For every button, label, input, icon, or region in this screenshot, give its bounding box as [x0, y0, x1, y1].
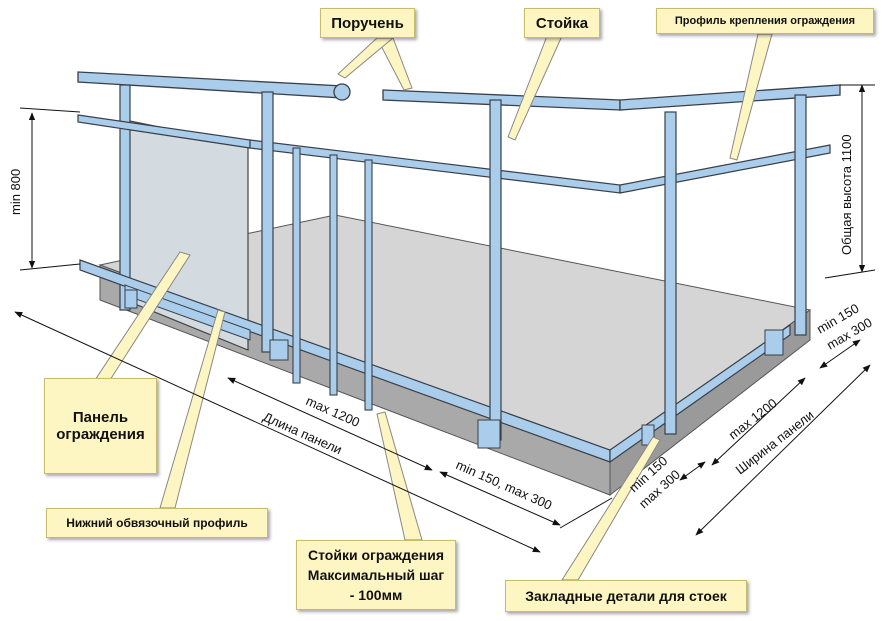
callout-posts-line3: - 100мм: [349, 587, 403, 603]
handrail-left: [77, 71, 351, 101]
callout-posts-railing: Стойки ограждения Максимальный шаг - 100…: [296, 540, 456, 610]
callout-embedded-parts: Закладные детали для стоек: [505, 580, 747, 612]
callout-panel: Панель ограждения: [44, 378, 157, 474]
callout-posts-line1: Стойки ограждения: [308, 547, 444, 563]
callout-post-text: Стойка: [535, 14, 589, 32]
callout-post: Стойка: [524, 8, 600, 38]
callout-panel-line1: Панель: [72, 409, 129, 426]
dim-min-800: min 800: [8, 169, 23, 215]
dimension-lines: [14, 84, 876, 553]
dim-total-height: Общая высота 1100: [839, 134, 854, 255]
callout-fixing-profile: Профиль крепления ограждения: [656, 8, 874, 34]
callout-fixing-profile-text: Профиль крепления ограждения: [674, 15, 856, 27]
callout-bottom-profile: Нижний обвязочный профиль: [46, 508, 268, 538]
post-right: [764, 94, 807, 356]
post-corner: [664, 111, 677, 435]
callout-panel-line2: ограждения: [56, 426, 145, 443]
callout-bottom-profile-text: Нижний обвязочный профиль: [66, 516, 248, 530]
callout-handrail-text: Поручень: [331, 14, 404, 32]
callout-embedded-text: Закладные детали для стоек: [525, 588, 727, 604]
post-front-left: [261, 91, 274, 353]
callout-handrail: Поручень: [320, 8, 415, 38]
handrail-right: [382, 84, 841, 111]
callout-posts-line2: Максимальный шаг: [307, 567, 445, 583]
dim-max-1200-length: max 1200: [304, 393, 362, 430]
